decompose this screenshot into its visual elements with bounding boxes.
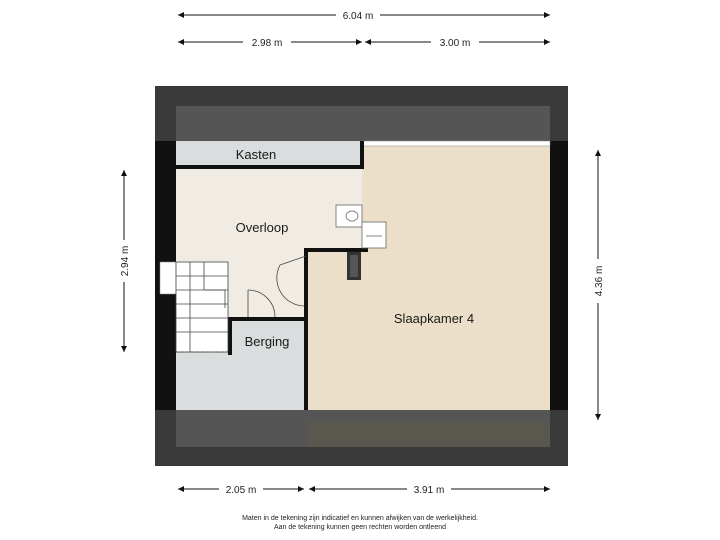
dim-top-total: 6.04 m xyxy=(178,11,550,22)
dim-label-right-height: 4.36 m xyxy=(594,266,605,297)
slaapkamer-floor xyxy=(362,141,550,410)
disclaimer-line-2: Aan de tekening kunnen geen rechten word… xyxy=(273,524,447,531)
roof-slope-top-inner xyxy=(176,106,550,141)
disclaimer: Maten in de tekening zijn indicatief en … xyxy=(0,514,720,532)
wall-kasten-right xyxy=(360,141,364,169)
window-top xyxy=(361,140,551,147)
dim-bottom-right: 3.91 m xyxy=(309,485,550,496)
window-left xyxy=(159,261,177,295)
dim-label-bottom-right: 3.91 m xyxy=(414,485,445,496)
dim-top-right: 3.00 m xyxy=(365,38,550,49)
dim-bottom-left: 2.05 m xyxy=(178,485,304,496)
dim-label-left-height: 2.94 m xyxy=(120,246,131,277)
dim-label-top-total: 6.04 m xyxy=(343,11,374,22)
dim-right-height: 4.36 m xyxy=(594,150,605,420)
staircase xyxy=(175,261,229,353)
wall-overloop-bed xyxy=(304,248,368,252)
room-label-overloop: Overloop xyxy=(236,220,289,235)
dim-label-top-right: 3.00 m xyxy=(440,38,471,49)
wall-vertical-mid xyxy=(304,248,308,410)
dim-label-bottom-left: 2.05 m xyxy=(226,485,257,496)
wall-kasten xyxy=(176,165,362,169)
wall-berging-top xyxy=(228,317,306,321)
door-berging xyxy=(247,289,276,318)
room-label-berging: Berging xyxy=(245,334,290,349)
kasten-floor xyxy=(176,141,362,167)
dim-label-top-left: 2.98 m xyxy=(252,38,283,49)
door-slaapkamer xyxy=(276,255,307,307)
room-label-slaapkamer: Slaapkamer 4 xyxy=(394,311,474,326)
disclaimer-line-1: Maten in de tekening zijn indicatief en … xyxy=(242,515,478,522)
roof-slope-bottom-bed xyxy=(308,422,550,447)
room-label-kasten: Kasten xyxy=(236,147,276,162)
washbasin xyxy=(335,204,363,228)
overloop-floor-ext xyxy=(176,167,362,250)
radiator xyxy=(361,221,387,249)
dim-left-height: 2.94 m xyxy=(120,170,131,352)
wall-stair xyxy=(228,317,232,355)
dim-top-left: 2.98 m xyxy=(178,38,362,49)
chimney-inner xyxy=(350,255,358,277)
